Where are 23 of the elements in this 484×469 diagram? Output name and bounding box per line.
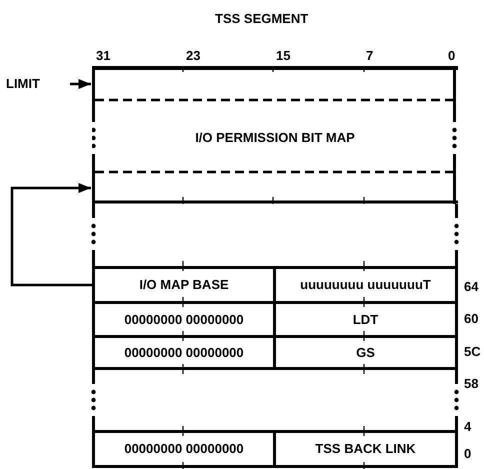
- bit-map-region: [92, 66, 458, 204]
- byte-offset: 4: [464, 418, 472, 436]
- arrow: [10, 183, 92, 286]
- bit-number: 23: [186, 47, 200, 65]
- byte-offset: 58: [464, 375, 478, 393]
- register-field: 00000000 00000000: [92, 430, 276, 468]
- byte-offset: 64: [464, 278, 478, 296]
- region-title: I/O PERMISSION BIT MAP: [195, 129, 355, 147]
- byte-offset: 0: [464, 445, 472, 463]
- diagram-title: TSS SEGMENT: [215, 10, 308, 28]
- bit-number: 31: [96, 47, 110, 65]
- arrow: [70, 78, 91, 89]
- register-field: 00000000 00000000: [92, 335, 276, 370]
- register-field: GS: [273, 335, 458, 370]
- register-field: TSS BACK LINK: [273, 430, 458, 468]
- byte-offset: 5C: [464, 343, 481, 361]
- bit-number: 0: [448, 47, 456, 65]
- pointer-label: LIMIT: [6, 75, 70, 93]
- bit-number: 7: [366, 47, 374, 65]
- register-field: uuuuuuuu uuuuuuuT: [273, 266, 458, 304]
- byte-offset: 60: [464, 310, 478, 328]
- bit-number: 15: [276, 47, 290, 65]
- register-field: I/O MAP BASE: [92, 266, 276, 304]
